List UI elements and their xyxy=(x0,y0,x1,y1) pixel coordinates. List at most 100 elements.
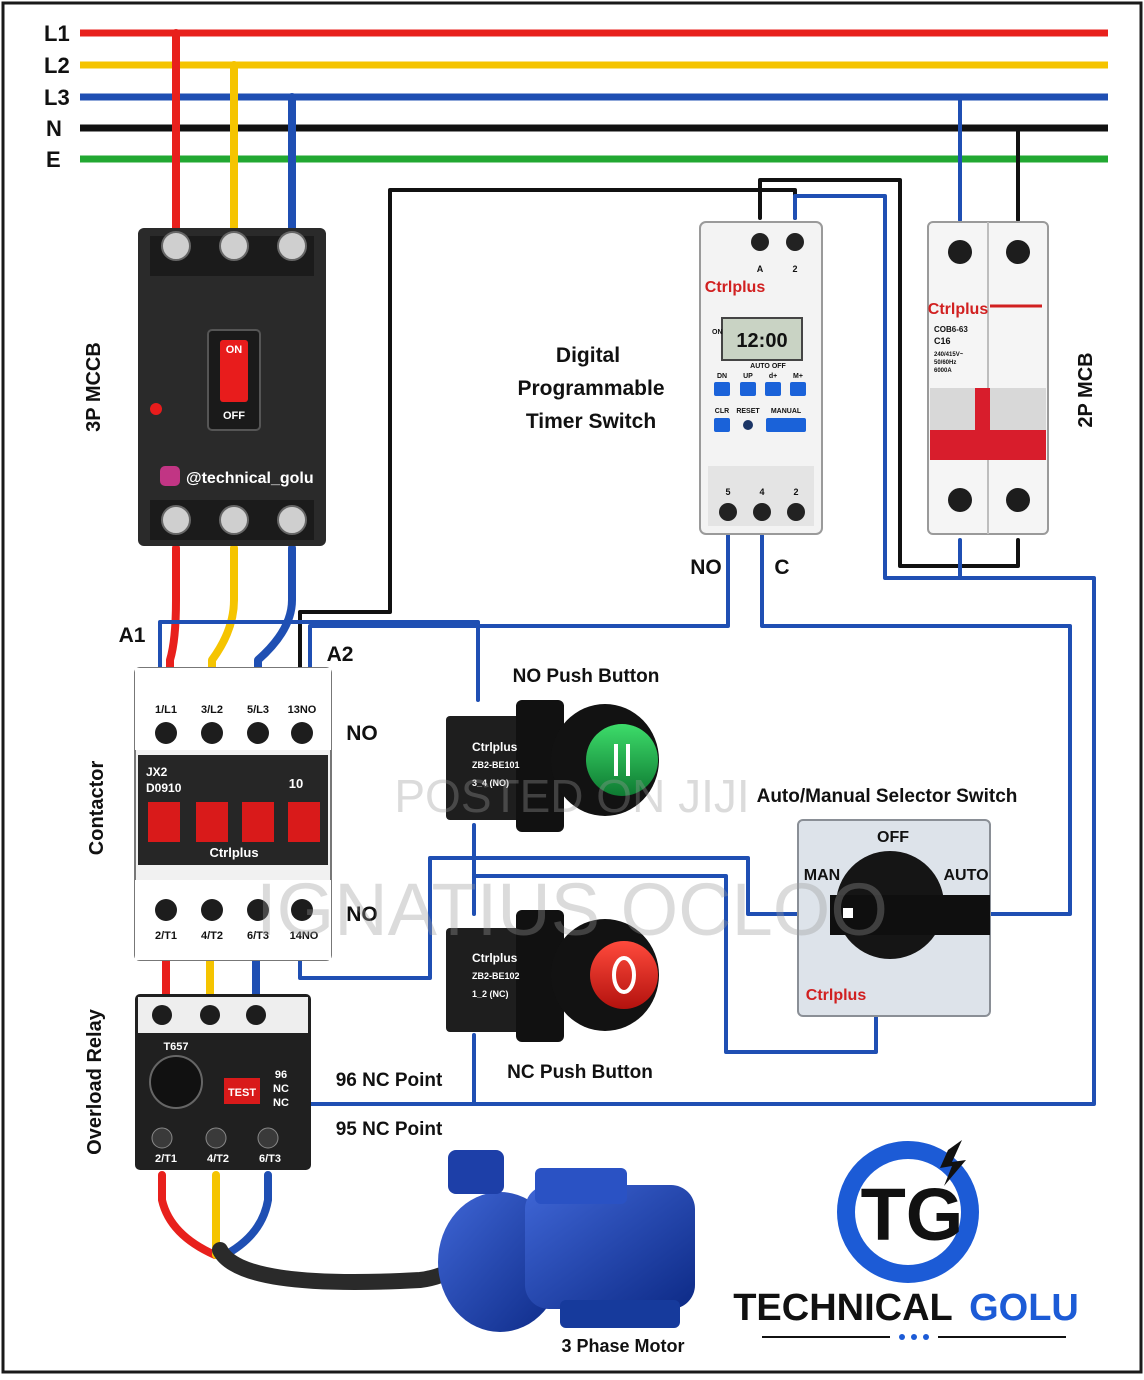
selector-off: OFF xyxy=(877,829,909,846)
timer-clr-lbl: CLR xyxy=(715,408,729,415)
contactor-terminal xyxy=(201,899,223,921)
overload-test-button[interactable] xyxy=(224,1078,260,1104)
contactor-terminal xyxy=(291,722,313,744)
nc-button-collar xyxy=(516,910,564,1042)
contactor-t2: 4/T2 xyxy=(201,930,223,942)
overload-nc2: NC xyxy=(273,1097,289,1109)
mccb-screw xyxy=(219,231,249,261)
watermark-jiji: POSTED ON JIJI xyxy=(394,770,749,822)
bus-label-e: E xyxy=(46,147,61,172)
contactor-window xyxy=(148,802,180,842)
timer-switch: A 2 Ctrlplus 12:00 ON AUTO OFF DN UP d+ … xyxy=(517,221,823,579)
contactor-terminal xyxy=(155,722,177,744)
timer-top-2: 2 xyxy=(792,264,797,274)
timer-manual-lbl: MANUAL xyxy=(771,408,802,415)
contactor-l1: 1/L1 xyxy=(155,704,177,716)
lightning-icon xyxy=(940,1140,966,1186)
selector-man: MAN xyxy=(804,867,840,884)
wire-timer-no xyxy=(308,533,730,670)
power-wires xyxy=(158,29,478,1290)
contactor-brand: Ctrlplus xyxy=(209,845,258,860)
timer-terminal-4 xyxy=(753,503,771,521)
timer-title-1: Digital xyxy=(556,344,620,367)
contactor-terminal xyxy=(291,899,313,921)
contactor-13no: 13NO xyxy=(288,704,317,716)
overload-terminal xyxy=(151,1127,173,1149)
timer-m-button[interactable] xyxy=(790,382,806,396)
wire-motor-l1 xyxy=(158,1171,219,1259)
mcb-brand: Ctrlplus xyxy=(928,301,989,318)
brand-logo: TG TECHNICAL GOLU xyxy=(733,1140,1079,1340)
logo-dot xyxy=(899,1334,905,1340)
nc-button-block xyxy=(446,928,520,1032)
timer-title-2: Programmable xyxy=(517,377,664,400)
timer-m-lbl: M+ xyxy=(793,373,803,380)
no-button-cap[interactable] xyxy=(586,724,658,796)
timer-reset-lbl: RESET xyxy=(736,408,760,415)
logo-gear xyxy=(837,1141,979,1283)
timer-terminal-5 xyxy=(719,503,737,521)
nc-button-brand: Ctrlplus xyxy=(472,951,518,965)
mccb-screw xyxy=(161,231,191,261)
mccb-screw xyxy=(277,505,307,535)
mcb-terminal xyxy=(948,488,972,512)
mcb-lever[interactable] xyxy=(930,388,1046,460)
no-button-label: NO Push Button xyxy=(513,666,660,687)
timer-d-button[interactable] xyxy=(765,382,781,396)
mccb-handle-text: @technical_golu xyxy=(186,470,314,487)
overload-dial[interactable] xyxy=(149,1055,203,1109)
contactor-t3: 6/T3 xyxy=(247,930,269,942)
contactor: 1/L1 3/L2 5/L3 13NO JX2 D0910 10 Ctrlplu… xyxy=(86,624,378,961)
nc-button-label: NC Push Button xyxy=(507,1062,653,1083)
nc-button-model: ZB2-BE102 xyxy=(472,971,520,981)
selector-handle[interactable] xyxy=(830,895,990,935)
timer-clr-button[interactable] xyxy=(714,418,730,432)
motor-base xyxy=(560,1300,680,1328)
selector-marker xyxy=(843,908,853,918)
no-button-block xyxy=(446,716,520,820)
mccb-screw xyxy=(277,231,307,261)
nc-button-cap[interactable] xyxy=(590,941,658,1009)
mcb-terminal xyxy=(1006,240,1030,264)
wire-l1-contactor xyxy=(166,544,180,694)
mccb-indicator xyxy=(150,403,162,415)
timer-mode: AUTO OFF xyxy=(750,363,786,370)
overload-terminal xyxy=(257,1127,279,1149)
logo-name-2: GOLU xyxy=(969,1287,1079,1329)
motor: 3 Phase Motor xyxy=(438,1150,695,1356)
timer-c-label: C xyxy=(774,556,789,579)
motor-body xyxy=(525,1185,695,1309)
contactor-terminal xyxy=(247,899,269,921)
timer-up-button[interactable] xyxy=(740,382,756,396)
mcb-spec3: 6000A xyxy=(934,368,952,374)
contactor-terminal xyxy=(247,722,269,744)
selector-switch: OFF MAN AUTO Ctrlplus Auto/Manual Select… xyxy=(757,786,1018,1017)
selector-label: Auto/Manual Selector Switch xyxy=(757,786,1018,807)
contactor-14no: 14NO xyxy=(290,930,319,942)
wire-selector-bottom xyxy=(472,874,878,1054)
motor-outlet xyxy=(448,1150,504,1194)
overload-96-point: 96 NC Point xyxy=(336,1070,443,1091)
selector-brand: Ctrlplus xyxy=(806,987,867,1004)
mccb-screw xyxy=(219,505,249,535)
bus-label-l3: L3 xyxy=(44,85,70,110)
mccb-label: 3P MCCB xyxy=(83,342,105,432)
timer-terminal-2b xyxy=(787,503,805,521)
overload-terminal xyxy=(152,1005,172,1025)
timer-dn-button[interactable] xyxy=(714,382,730,396)
contactor-window xyxy=(242,802,274,842)
timer-reset-button[interactable] xyxy=(743,420,753,430)
selector-auto: AUTO xyxy=(943,867,988,884)
timer-terminal-2 xyxy=(786,233,804,251)
timer-manual-button[interactable] xyxy=(766,418,806,432)
mcb: Ctrlplus COB6-63 C16 240/415V~ 50/60Hz 6… xyxy=(927,221,1097,535)
wire-live-timer xyxy=(793,194,962,580)
mccb-screw xyxy=(161,505,191,535)
mccb-toggle[interactable] xyxy=(220,340,248,402)
overload-test: TEST xyxy=(228,1087,256,1099)
overload-t2: 4/T2 xyxy=(207,1153,229,1165)
contactor-a1: A1 xyxy=(119,624,146,647)
timer-brand: Ctrlplus xyxy=(705,279,766,296)
motor-terminal-box xyxy=(535,1168,627,1204)
